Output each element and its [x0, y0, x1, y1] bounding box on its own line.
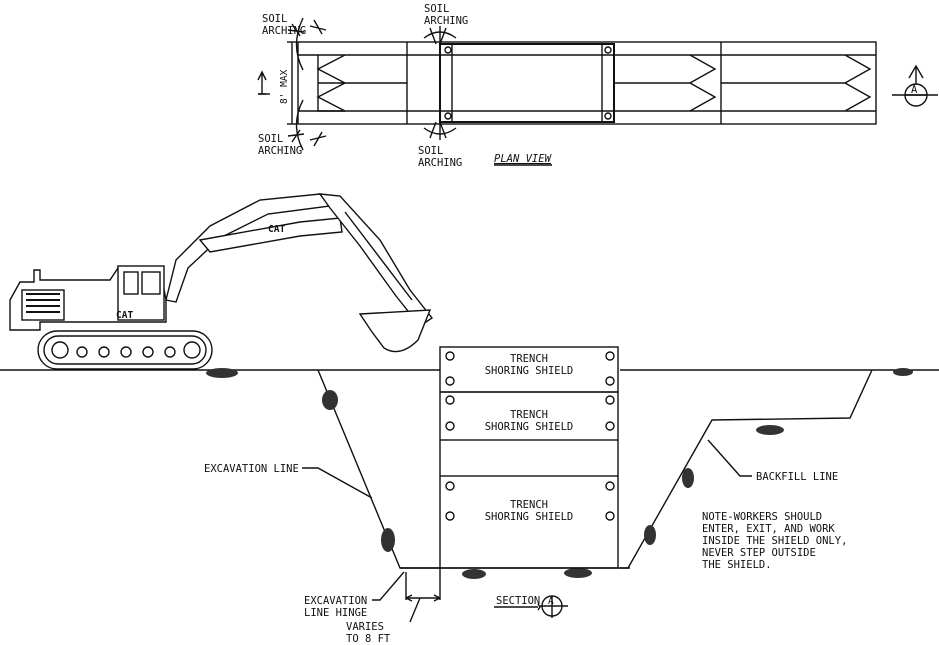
section-label: SECTION	[496, 595, 540, 607]
shield-2-label-1: TRENCH	[510, 409, 548, 421]
soil-arching-label-bl-2: ARCHING	[258, 145, 302, 157]
excavation-line-label: EXCAVATION LINE	[204, 463, 299, 475]
varies-label-1: VARIES	[346, 621, 384, 633]
soil-texture	[206, 368, 913, 579]
plan-view: 8' MAX SOIL ARCHING SOIL ARCHING SOIL AR…	[257, 3, 938, 169]
backfill-line-leader	[707, 439, 752, 477]
direction-arrow-icon	[257, 70, 267, 95]
excavator-stick	[318, 193, 434, 327]
plan-outline	[297, 41, 877, 125]
soil-arching-symbol-bc	[423, 120, 457, 140]
section-view: TRENCH SHORING SHIELD TRENCH SHORING SHI…	[0, 346, 939, 645]
excavator-brand: CAT	[116, 310, 133, 321]
soil-arching-label-tl-1: SOIL	[262, 13, 287, 25]
soil-arching-symbol-bl	[287, 99, 327, 151]
safety-note: NOTE-WORKERS SHOULD ENTER, EXIT, AND WOR…	[702, 511, 847, 571]
excavator-illustration: CAT CAT	[9, 193, 434, 370]
soil-arching-symbol-tc	[423, 26, 457, 46]
section-marker-letter-section: A	[548, 596, 554, 607]
shield-1-label-2: SHORING SHIELD	[485, 365, 574, 377]
section-marker-plan: A	[892, 64, 938, 107]
backfill-line-label: BACKFILL LINE	[756, 471, 838, 483]
soil-arching-label-tc-1: SOIL	[424, 3, 449, 15]
shield-1-label-1: TRENCH	[510, 353, 548, 365]
shield-3-label-1: TRENCH	[510, 499, 548, 511]
soil-arching-label-bc-2: ARCHING	[418, 157, 462, 169]
shield-2-label-2: SHORING SHIELD	[485, 421, 574, 433]
note-line-4: NEVER STEP OUTSIDE	[702, 547, 816, 559]
excavator-cab	[117, 265, 165, 321]
soil-arching-symbol-tl	[287, 17, 327, 71]
hinge-leader	[372, 571, 405, 601]
soil-arching-label-tc-2: ARCHING	[424, 15, 468, 27]
hinge-label-2: LINE HINGE	[304, 607, 367, 619]
soil-arching-label-bl-1: SOIL	[258, 133, 283, 145]
trench-shoring-shield-1: TRENCH SHORING SHIELD	[439, 346, 619, 393]
section-marker-letter: A	[911, 84, 918, 96]
trench-shoring-shield-3: TRENCH SHORING SHIELD	[439, 475, 619, 569]
hinge-label-1: EXCAVATION	[304, 595, 367, 607]
note-line-1: NOTE-WORKERS SHOULD	[702, 511, 822, 523]
note-line-5: THE SHIELD.	[702, 559, 772, 571]
excavator-bucket	[358, 309, 432, 353]
svg-text:CAT: CAT	[268, 224, 285, 235]
excavation-line-leader	[302, 467, 373, 499]
soil-arching-label-bc-1: SOIL	[418, 145, 443, 157]
trench-shoring-shield-2: TRENCH SHORING SHIELD	[439, 391, 619, 441]
excavator-boom	[165, 193, 332, 303]
plan-view-title: PLAN VIEW	[494, 153, 553, 165]
note-line-3: INSIDE THE SHIELD ONLY,	[702, 535, 847, 547]
excavator-track	[37, 330, 213, 370]
dimension-label: 8' MAX	[279, 69, 290, 104]
section-marker-section: SECTION A	[494, 595, 568, 618]
varies-label-2: TO 8 FT	[346, 633, 391, 645]
note-line-2: ENTER, EXIT, AND WORK	[702, 523, 835, 535]
shield-3-label-2: SHORING SHIELD	[485, 511, 574, 523]
soil-arching-label-tl-2: ARCHING	[262, 25, 306, 37]
